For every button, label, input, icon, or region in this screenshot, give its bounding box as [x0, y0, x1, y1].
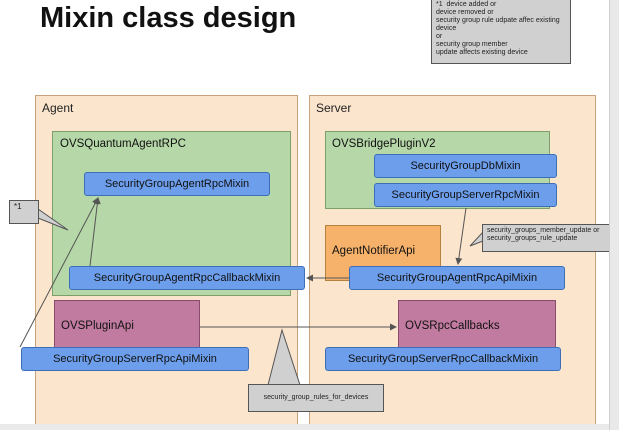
ovs-rpc-callbacks-group	[398, 300, 556, 354]
note-rules-for-devices: security_group_rules_for_devices	[248, 384, 384, 412]
arrow-callback-to-agent-mixin	[89, 197, 101, 267]
security-group-server-rpc-callback-mixin: SecurityGroupServerRpcCallbackMixin	[325, 347, 561, 371]
security-group-db-mixin: SecurityGroupDbMixin	[374, 154, 557, 178]
server-panel-label: Server	[316, 101, 352, 115]
ovs-bridge-plugin-label: OVSBridgePluginV2	[332, 138, 436, 150]
arrow-server-rpc-to-agent-api	[455, 207, 467, 265]
security-group-server-rpc-mixin: SecurityGroupServerRpcMixin	[374, 183, 557, 207]
agent-panel-label: Agent	[42, 101, 74, 115]
security-group-server-rpc-api-mixin: SecurityGroupServerRpcApiMixin	[21, 347, 249, 371]
note-device-events: *1 device added or device removed or sec…	[431, 0, 571, 64]
arrow-plugin-to-agent-mixin	[19, 197, 99, 348]
ovs-plugin-api-group	[54, 300, 200, 354]
note-member-update: security_groups_member_update or securit…	[482, 224, 617, 252]
ovs-quantum-agent-rpc-label: OVSQuantumAgentRPC	[60, 138, 186, 150]
security-group-agent-rpc-callback-mixin: SecurityGroupAgentRpcCallbackMixin	[69, 266, 305, 290]
page-title: Mixin class design	[40, 2, 297, 34]
security-group-agent-rpc-mixin: SecurityGroupAgentRpcMixin	[84, 172, 270, 196]
ovs-plugin-api-label: OVSPluginApi	[61, 320, 134, 332]
agent-notifier-api-label: AgentNotifierApi	[332, 245, 416, 257]
bottom-edge	[0, 424, 609, 430]
note-star-one: *1	[9, 200, 39, 224]
ovs-rpc-callbacks-label: OVSRpcCallbacks	[405, 320, 500, 332]
note-rules-pointer	[267, 328, 301, 386]
security-group-agent-rpc-api-mixin: SecurityGroupAgentRpcApiMixin	[349, 266, 565, 290]
vertical-scrollbar[interactable]	[609, 0, 619, 430]
note-star-pointer	[37, 208, 69, 231]
